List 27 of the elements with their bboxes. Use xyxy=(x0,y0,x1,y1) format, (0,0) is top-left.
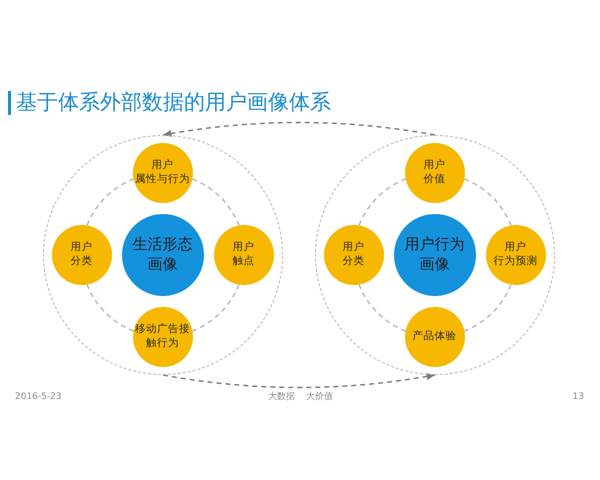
topic-circle: 用户分类 xyxy=(324,224,384,284)
orbit-arc xyxy=(86,178,134,226)
orbit-arc xyxy=(192,178,240,226)
orbit-arc xyxy=(86,284,134,332)
slide-title: 基于体系外部数据的用户画像体系 xyxy=(8,91,331,115)
topic-circle: 用户价值 xyxy=(404,142,464,202)
orbit-arc xyxy=(464,178,512,226)
topic-circle: 用户分类 xyxy=(52,224,112,284)
orbit-arc xyxy=(192,284,240,332)
orbit-arc xyxy=(464,284,512,332)
topic-circle: 用户属性与行为 xyxy=(132,142,192,202)
topic-circle: 产品体验 xyxy=(404,306,464,366)
topic-circle: 用户触点 xyxy=(214,224,274,284)
footer-date: 2016-5-23 xyxy=(15,392,62,403)
center-circle: 生活形态画像 xyxy=(122,214,204,296)
topic-circle: 用户行为预测 xyxy=(486,224,546,284)
footer-slogan: 大价值 xyxy=(306,392,333,403)
dashed-ring xyxy=(43,135,283,375)
center-circle: 用户行为画像 xyxy=(394,214,476,296)
page-number: 13 xyxy=(572,392,584,403)
orbit-arc xyxy=(358,284,406,332)
curved-arrow xyxy=(162,122,436,138)
dashed-ring xyxy=(315,135,555,375)
topic-circle: 移动广告接触行为 xyxy=(132,306,192,366)
curved-arrow xyxy=(162,372,436,388)
orbit-arc xyxy=(358,178,406,226)
footer-slogan: 大数据 xyxy=(268,392,295,403)
